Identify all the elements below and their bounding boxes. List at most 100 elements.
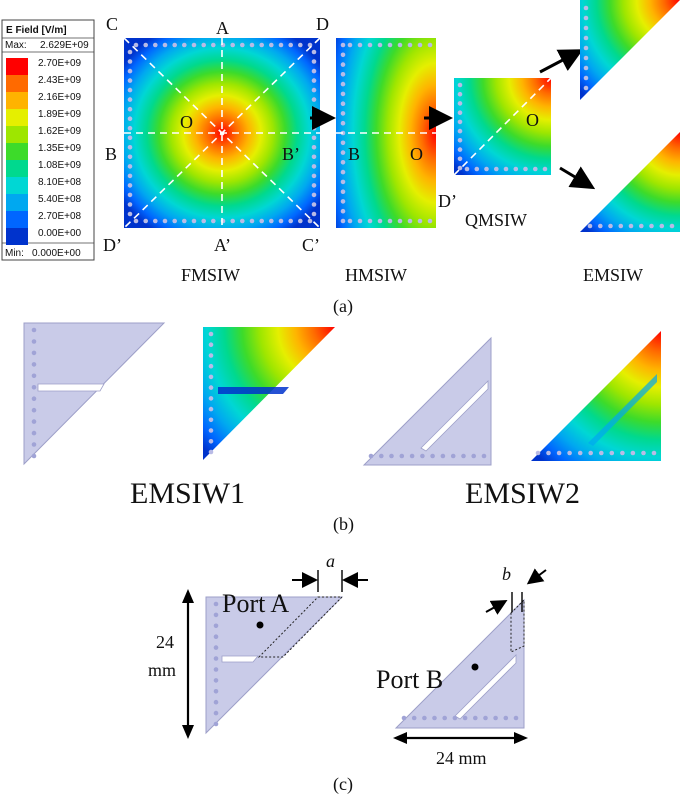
via-hole <box>31 373 37 379</box>
legend-min-value: 0.000E+00 <box>32 248 81 259</box>
legend-level-label: 1.89E+09 <box>38 109 82 120</box>
arrow-qm-to-em-upper <box>539 49 584 74</box>
via-hole <box>182 218 187 224</box>
via-hole <box>208 449 214 455</box>
via-hole <box>432 715 437 721</box>
via-hole <box>340 169 346 175</box>
via-hole <box>427 42 433 48</box>
via-hole <box>127 145 133 150</box>
via-hole <box>401 715 407 721</box>
via-hole <box>377 218 383 224</box>
via-hole <box>298 42 303 48</box>
via-hole <box>630 450 636 456</box>
legend-levels: 2.70E+092.43E+092.16E+091.89E+091.62E+09… <box>6 58 82 245</box>
via-hole <box>417 42 423 48</box>
via-hole <box>307 218 313 224</box>
legend-max-label: Max: <box>5 40 27 51</box>
via-hole <box>213 721 219 727</box>
e-field-legend: E Field [V/m] Max: 2.629E+09 2.70E+092.4… <box>1 19 95 261</box>
via-hole <box>340 150 346 155</box>
via-hole <box>397 42 403 48</box>
emsiw-lower-field-map <box>580 132 680 232</box>
via-hole <box>211 218 216 224</box>
via-hole <box>340 208 346 214</box>
legend-level-label: 2.43E+09 <box>38 75 82 86</box>
via-hole <box>473 715 478 721</box>
via-hole <box>127 154 133 160</box>
emsiw2-field-vias <box>535 450 657 456</box>
via-hole <box>230 218 235 224</box>
via-hole <box>598 223 603 229</box>
via-hole <box>240 218 245 224</box>
via-hole <box>583 75 589 81</box>
via-hole <box>133 218 139 224</box>
via-hole <box>31 430 37 436</box>
via-hole <box>546 450 551 456</box>
dimension-width-label: 24 mm <box>436 748 487 768</box>
emsiw2-layout <box>362 336 492 466</box>
via-hole <box>583 85 589 91</box>
via-hole <box>379 453 384 459</box>
via-hole <box>583 45 589 51</box>
via-hole <box>311 78 317 83</box>
label-c-prime: C’ <box>302 235 320 255</box>
label-a: A <box>216 18 229 38</box>
via-hole <box>457 110 463 115</box>
via-hole <box>583 15 589 21</box>
via-hole <box>340 140 346 146</box>
via-hole <box>311 154 317 160</box>
via-hole <box>311 135 317 141</box>
via-hole <box>533 166 538 172</box>
via-hole <box>191 218 197 224</box>
caption-hmsiw: HMSIW <box>345 265 407 285</box>
label-o-center: O <box>180 112 193 132</box>
via-hole <box>208 385 214 390</box>
caption-emsiw2: EMSIW2 <box>465 477 580 510</box>
via-hole <box>340 120 346 126</box>
legend-swatch <box>6 228 28 245</box>
dimension-height-value: 24 <box>156 632 174 652</box>
panel-c-label: (c) <box>333 774 353 795</box>
legend-swatch <box>6 194 28 211</box>
via-hole <box>481 453 487 459</box>
label-o-hmsiw: O <box>410 144 423 164</box>
panel-a-label: (a) <box>333 296 353 317</box>
emsiw1-field-vias <box>208 331 214 455</box>
legend-min-label: Min: <box>5 248 24 259</box>
via-hole <box>387 42 393 48</box>
via-hole <box>153 218 158 224</box>
via-hole <box>269 42 274 48</box>
fmsiw-symmetry-lines <box>123 37 321 229</box>
legend-level-label: 1.08E+09 <box>38 160 82 171</box>
via-hole <box>31 362 37 367</box>
via-hole <box>311 211 317 217</box>
caption-emsiw: EMSIW <box>583 265 643 285</box>
caption-fmsiw: FMSIW <box>181 265 240 285</box>
via-hole <box>31 350 37 356</box>
via-hole <box>208 353 214 358</box>
via-hole <box>311 173 317 179</box>
dimension-height-unit: mm <box>148 660 176 680</box>
legend-swatch <box>6 92 28 109</box>
via-hole <box>407 218 413 224</box>
via-hole <box>213 634 219 639</box>
via-hole <box>213 678 219 683</box>
via-hole <box>409 453 415 459</box>
via-hole <box>127 116 133 121</box>
via-hole <box>618 223 624 229</box>
via-hole <box>474 166 480 172</box>
via-hole <box>311 192 317 198</box>
via-hole <box>357 42 363 48</box>
via-hole <box>213 656 219 661</box>
via-hole <box>153 42 158 48</box>
via-hole <box>535 450 541 456</box>
via-hole <box>407 42 413 48</box>
via-hole <box>162 42 168 48</box>
via-hole <box>503 166 509 172</box>
dimension-b <box>485 568 547 615</box>
via-hole <box>311 106 317 112</box>
via-hole <box>311 145 317 150</box>
via-hole <box>430 453 435 459</box>
label-c: C <box>106 14 118 34</box>
via-hole <box>208 363 214 369</box>
